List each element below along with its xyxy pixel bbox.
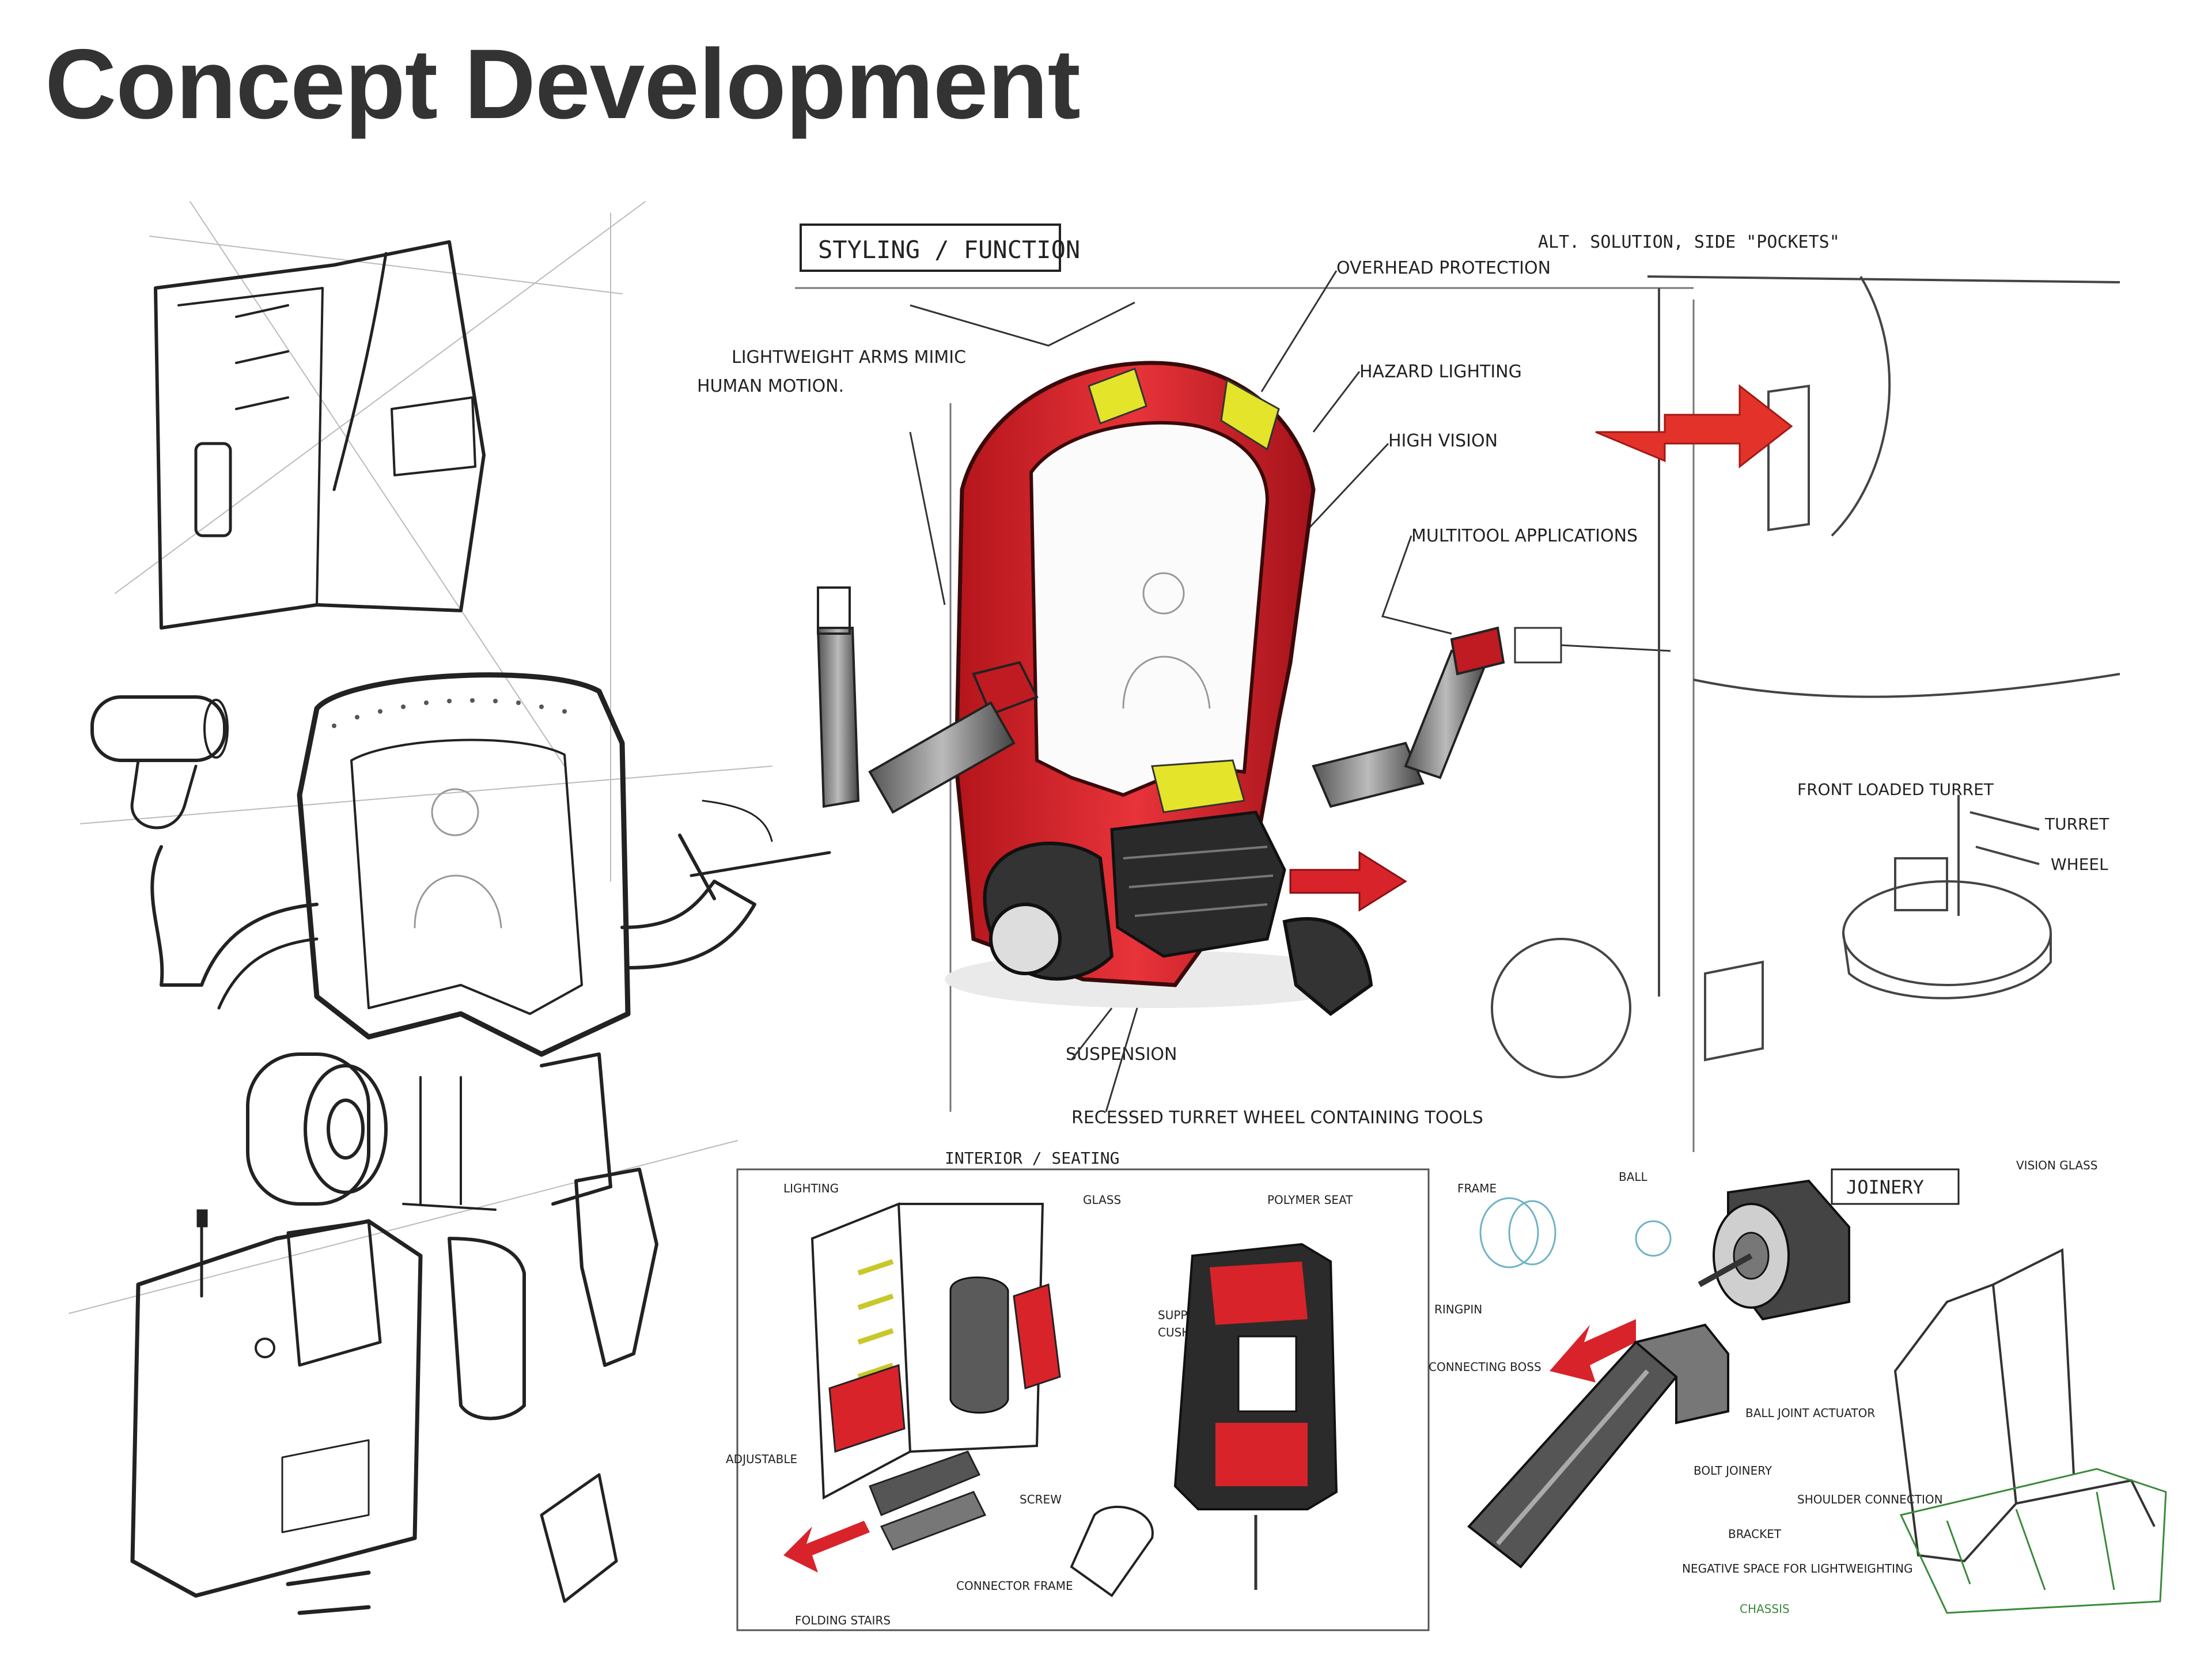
note-ringpin: RINGPIN <box>1434 1302 1482 1316</box>
note-overhead: OVERHEAD PROTECTION <box>1336 258 1551 278</box>
note-multitool: MULTITOOL APPLICATIONS <box>1411 526 1638 546</box>
note-glass: GLASS <box>1083 1193 1121 1207</box>
note-vision-glass: VISION GLASS <box>2016 1158 2097 1172</box>
note-polymer: POLYMER SEAT <box>1267 1193 1353 1207</box>
note-screw: SCREW <box>1020 1493 1062 1506</box>
note-ball: BALL <box>1619 1170 1648 1184</box>
note-negative-space: NEGATIVE SPACE FOR LIGHTWEIGHTING <box>1682 1562 1913 1575</box>
interior-seating-sketch: INTERIOR / SEATING LIGHTING GLASS POLYME… <box>726 1149 1430 1631</box>
note-frame: FRAME <box>1457 1181 1497 1195</box>
note-bolt: BOLT JOINERY <box>1694 1464 1772 1478</box>
note-turret: RECESSED TURRET WHEEL CONTAINING TOOLS <box>1071 1108 1483 1128</box>
note-hazard: HAZARD LIGHTING <box>1359 362 1522 382</box>
left-vehicle-sketch <box>69 201 831 1615</box>
note-front-turret: FRONT LOADED TURRET <box>1797 780 1994 799</box>
note-adjustable: ADJUSTABLE <box>726 1452 797 1466</box>
joinery-sketch: JOINERY FRAME BALL VISION GLASS RINGPIN … <box>1429 1158 2167 1616</box>
note-alt-wheel: WHEEL <box>2051 855 2108 874</box>
note-vision: HIGH VISION <box>1388 431 1498 451</box>
alt-solution-sketch: ALT. SOLUTION, SIDE "POCKETS" FRONT LOAD… <box>1491 232 2120 1078</box>
note-boss: CONNECTING BOSS <box>1429 1360 1541 1374</box>
interior-heading: INTERIOR / SEATING <box>945 1149 1119 1168</box>
note-shoulder: SHOULDER CONNECTION <box>1797 1493 1943 1506</box>
note-lighting: LIGHTING <box>783 1181 839 1195</box>
main-red-vehicle-sketch: STYLING / FUNCTION LIGHTWEIGHT ARMS MIMI… <box>697 224 1695 1152</box>
note-bracket: BRACKET <box>1728 1527 1782 1541</box>
note-arms-line1: LIGHTWEIGHT ARMS MIMIC <box>732 347 966 368</box>
note-alt-turret: TURRET <box>2044 815 2109 834</box>
note-folding: FOLDING STAIRS <box>795 1613 891 1627</box>
concept-sketch-board: STYLING / FUNCTION LIGHTWEIGHT ARMS MIMI… <box>46 190 2177 1642</box>
joinery-heading: JOINERY <box>1846 1176 1924 1198</box>
alt-heading: ALT. SOLUTION, SIDE "POCKETS" <box>1538 232 1840 252</box>
note-connector: CONNECTOR FRAME <box>956 1579 1073 1593</box>
styling-heading: STYLING / FUNCTION <box>818 236 1080 264</box>
note-chassis: CHASSIS <box>1740 1602 1790 1616</box>
note-actuator: BALL JOINT ACTUATOR <box>1745 1406 1875 1420</box>
note-arms-line2: HUMAN MOTION. <box>697 376 844 396</box>
page-title: Concept Development <box>45 29 1081 139</box>
styling-heading-box <box>800 224 1061 272</box>
